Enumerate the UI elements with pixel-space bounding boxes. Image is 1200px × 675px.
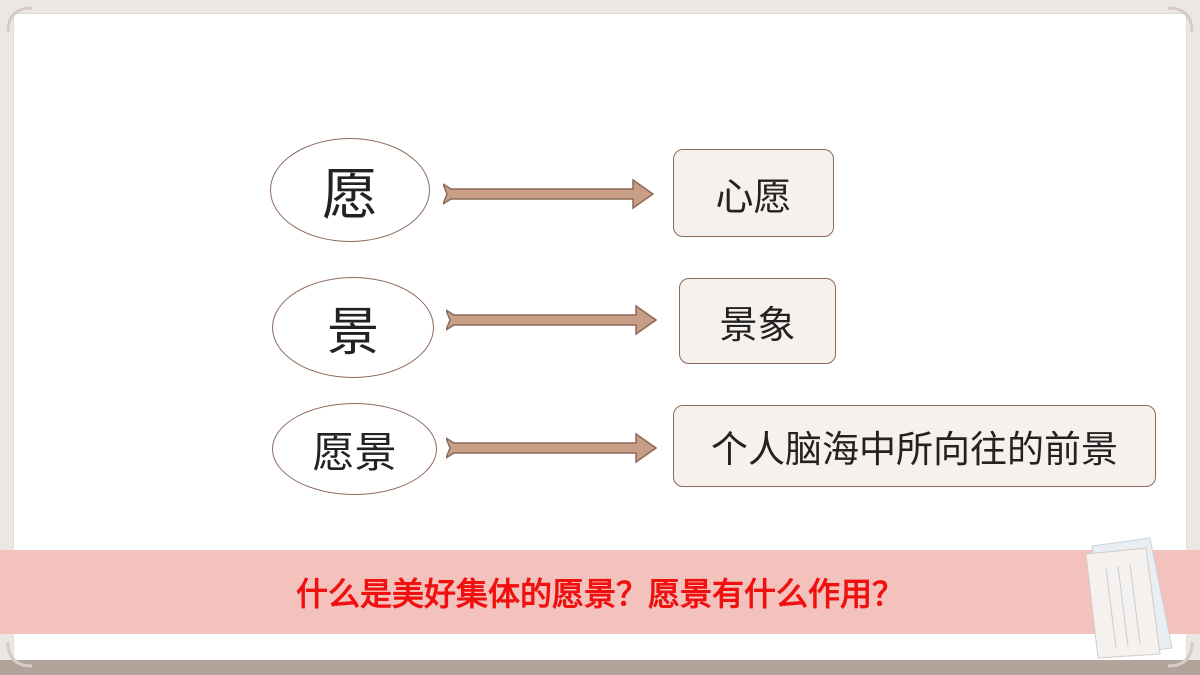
term-ellipse-3: 愿景 — [272, 403, 437, 495]
arrow-right-icon — [446, 304, 658, 336]
corner-ornament-top-left — [6, 6, 33, 33]
meaning-label-2: 景象 — [719, 302, 796, 347]
term-ellipse-1: 愿 — [270, 138, 430, 242]
meaning-label-1: 心愿 — [715, 174, 792, 219]
term-ellipse-2: 景 — [272, 277, 434, 378]
question-banner — [0, 550, 1200, 634]
term-label-2: 景 — [326, 303, 379, 363]
arrow-right-icon — [446, 432, 658, 464]
meaning-label-3: 个人脑海中所向往的前景 — [711, 428, 1118, 471]
bottom-strip — [0, 660, 1200, 675]
term-label-1: 愿 — [322, 162, 378, 228]
term-label-3: 愿景 — [312, 427, 397, 477]
paper-stack-icon — [1085, 537, 1173, 659]
meaning-box-1: 心愿 — [673, 149, 834, 237]
corner-ornament-bottom-left — [6, 641, 33, 668]
meaning-box-2: 景象 — [679, 278, 836, 364]
corner-ornament-bottom-right — [1167, 641, 1194, 668]
question-text: 什么是美好集体的愿景？愿景有什么作用？ — [295, 575, 904, 613]
meaning-box-3: 个人脑海中所向往的前景 — [673, 405, 1156, 487]
arrow-right-icon — [443, 178, 655, 210]
corner-ornament-top-right — [1167, 6, 1194, 33]
